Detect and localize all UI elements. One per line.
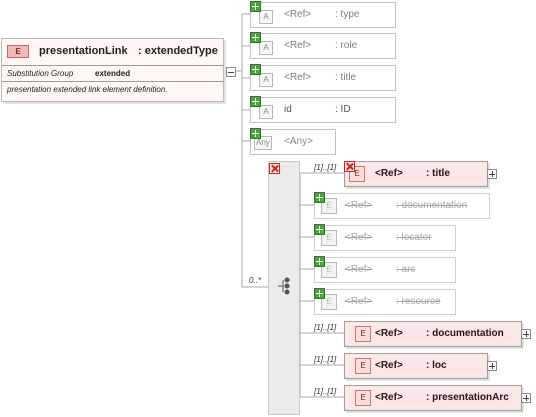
element-box-resource-prohibited[interactable]: E <Ref> : resource [314, 289, 456, 315]
element-ref: <Ref> [345, 296, 373, 307]
element-badge-icon: E [355, 358, 371, 374]
attribute-ref: <Ref> [284, 40, 312, 51]
substitution-row: Substitution Group extended [2, 65, 223, 78]
add-icon [314, 256, 325, 267]
attribute-box[interactable]: A <Ref> : title [250, 65, 396, 91]
any-attribute-box[interactable]: Any <Any> [250, 129, 336, 155]
element-box-documentation-prohibited[interactable]: E <Ref> : documentation [314, 193, 490, 219]
add-icon [250, 1, 261, 12]
attribute-name: : role [335, 40, 358, 51]
add-icon [250, 128, 261, 139]
choice-occurrence: 0..* [249, 276, 262, 285]
expand-icon[interactable] [487, 169, 497, 179]
add-icon [314, 192, 325, 203]
element-badge-icon: E [355, 390, 371, 406]
expand-icon[interactable] [521, 329, 531, 339]
description-row: presentation extended link element defin… [2, 81, 223, 94]
element-badge-icon: E [7, 45, 29, 58]
any-badge-icon: Any [254, 136, 272, 150]
element-ref: <Ref> [375, 168, 403, 179]
element-box-locator-prohibited[interactable]: E <Ref> : locator [314, 225, 456, 251]
choice-compositor[interactable] [268, 161, 300, 415]
any-label: <Any> [284, 136, 313, 147]
element-name: : documentation [426, 328, 504, 339]
element-ref: <Ref> [345, 264, 373, 275]
element-name: : title [426, 168, 450, 179]
element-description: presentation extended link element defin… [7, 85, 168, 94]
element-name: : presentationArc [426, 392, 509, 403]
occurrence-label: [1]..[1] [314, 163, 337, 172]
element-badge-icon: E [321, 262, 337, 278]
element-name: : arc [396, 264, 416, 275]
add-icon [250, 64, 261, 75]
element-box-documentation[interactable]: E <Ref> : documentation [344, 321, 522, 347]
attribute-name: : ID [335, 104, 351, 115]
attribute-badge-icon: A [259, 41, 273, 55]
add-icon [314, 224, 325, 235]
attribute-badge-icon: A [259, 10, 273, 24]
occurrence-label: [1]..[1] [314, 387, 337, 396]
attribute-badge-icon: A [259, 105, 273, 119]
element-box-arc-prohibited[interactable]: E <Ref> : arc [314, 257, 456, 283]
attribute-badge-icon: A [259, 73, 273, 87]
substitution-label: Substitution Group [7, 69, 74, 78]
choice-icon [278, 277, 290, 295]
remove-icon [269, 163, 280, 174]
element-name: : locator [396, 232, 432, 243]
element-box-title[interactable]: E <Ref> : title [344, 161, 488, 187]
main-element-box[interactable]: E presentationLink : extendedType Substi… [1, 38, 224, 102]
element-type: : extendedType [138, 45, 218, 57]
element-badge-icon: E [321, 294, 337, 310]
add-icon [250, 32, 261, 43]
element-box-loc[interactable]: E <Ref> : loc [344, 353, 488, 379]
element-ref: <Ref> [345, 232, 373, 243]
element-name: presentationLink [39, 45, 128, 57]
remove-icon [344, 161, 355, 172]
element-badge-icon: E [321, 230, 337, 246]
occurrence-label: [1]..[1] [314, 323, 337, 332]
element-box-presentationarc[interactable]: E <Ref> : presentationArc [344, 385, 522, 411]
attribute-name: : title [335, 72, 357, 83]
collapse-toggle-icon[interactable] [226, 67, 236, 77]
element-ref: <Ref> [375, 392, 403, 403]
element-name: : resource [396, 296, 441, 307]
attribute-box[interactable]: A <Ref> : type [250, 2, 396, 28]
occurrence-label: [1]..[1] [314, 355, 337, 364]
add-icon [314, 288, 325, 299]
add-icon [250, 96, 261, 107]
element-ref: <Ref> [345, 200, 373, 211]
expand-icon[interactable] [487, 361, 497, 371]
attribute-ref: id [284, 104, 292, 115]
attribute-ref: <Ref> [284, 72, 312, 83]
element-badge-icon: E [321, 198, 337, 214]
element-ref: <Ref> [375, 328, 403, 339]
attribute-ref: <Ref> [284, 9, 312, 20]
element-name: : loc [426, 360, 447, 371]
element-name: : documentation [396, 200, 468, 211]
element-ref: <Ref> [375, 360, 403, 371]
attribute-name: : type [335, 9, 360, 20]
substitution-value: extended [95, 69, 131, 78]
attribute-box[interactable]: A <Ref> : role [250, 33, 396, 59]
expand-icon[interactable] [521, 393, 531, 403]
attribute-box[interactable]: A id : ID [250, 97, 396, 123]
element-badge-icon: E [355, 326, 371, 342]
